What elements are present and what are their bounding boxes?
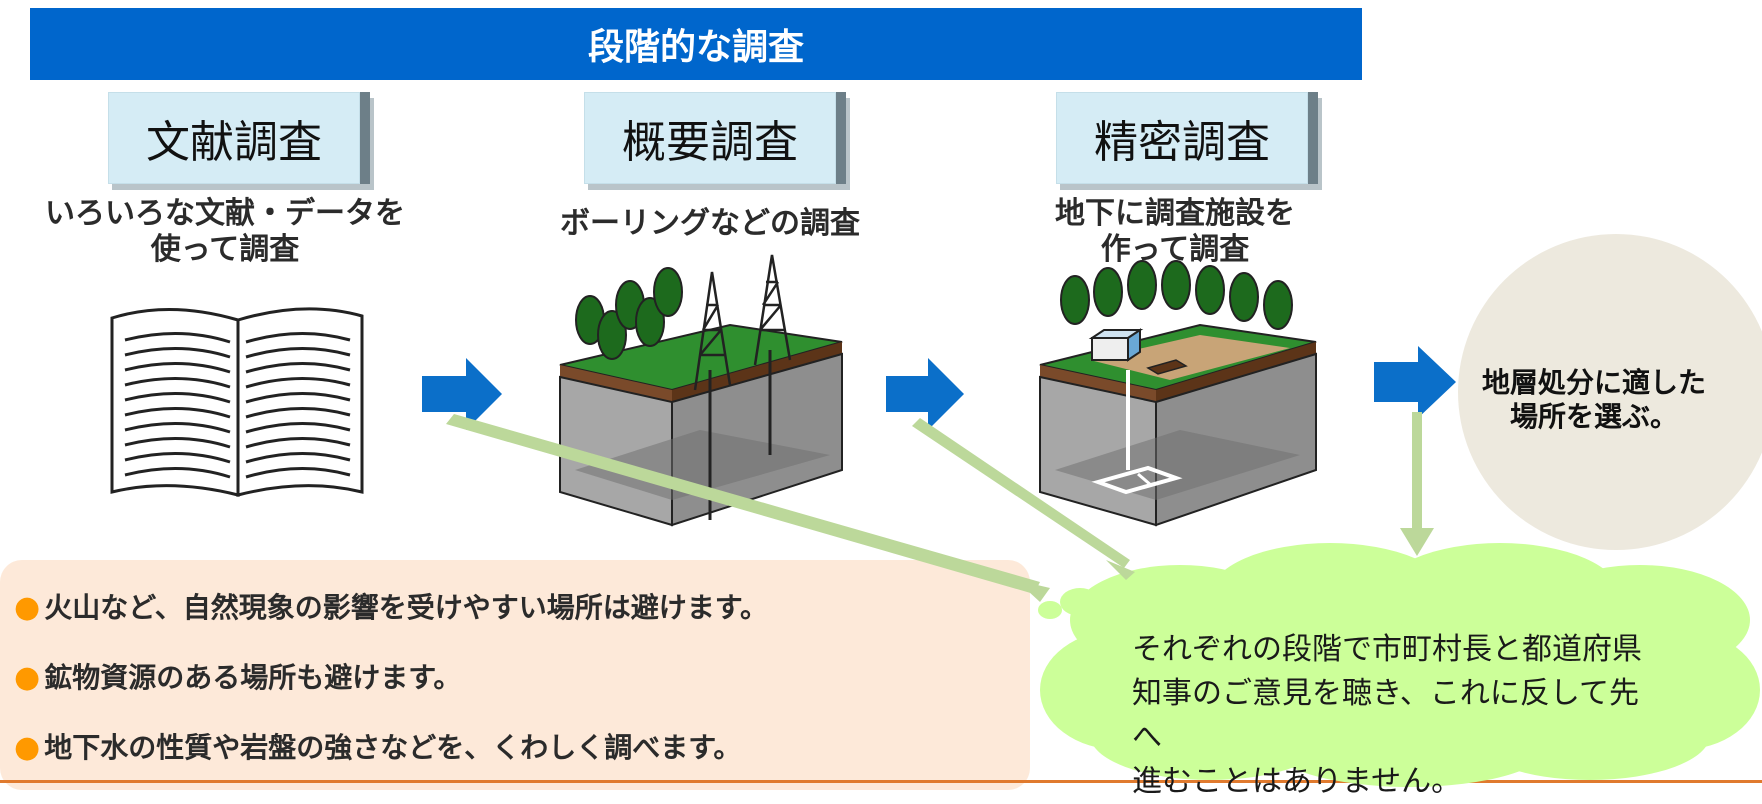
- diagram-title: 段階的な調査: [30, 8, 1362, 80]
- stage-desc-line: ボーリングなどの調査: [560, 206, 860, 241]
- connector-arrow: [446, 414, 1040, 594]
- connector-arrow: [912, 418, 1130, 568]
- stage-desc-literature: いろいろな文献・データを 使って調査: [10, 196, 440, 268]
- result-circle: [1458, 234, 1762, 550]
- right-arrow-icon: [1374, 346, 1456, 418]
- cloud-line: 進むことはありません。: [1132, 764, 1462, 799]
- note-line: ●火山など、自然現象の影響を受けやすい場所は避けます。: [14, 590, 768, 625]
- connector-arrow: [1016, 580, 1050, 602]
- stage-title-preliminary: 概要調査: [622, 117, 798, 168]
- cloud-line: 知事のご意見を聴き、これに反して先へ: [1132, 676, 1639, 755]
- right-arrow-icon: [422, 358, 502, 430]
- result-line: 地層処分に適した: [1481, 366, 1706, 399]
- underground-facility-icon: [1039, 260, 1317, 527]
- note-line: ●地下水の性質や岩盤の強さなどを、くわしく調べます。: [14, 730, 742, 765]
- speech-cloud: [1038, 543, 1760, 787]
- connector-arrow: [1412, 412, 1422, 532]
- cloud-message: それぞれの段階で市町村長と都道府県 知事のご意見を聴き、これに反して先へ 進むこ…: [1132, 628, 1652, 804]
- note-line: ●鉱物資源のある場所も避けます。: [14, 660, 462, 695]
- result-line: 場所を選ぶ。: [1509, 400, 1678, 433]
- connector-arrow: [1400, 528, 1434, 556]
- boring-tower-icon: [559, 254, 843, 527]
- stage-title-detailed: 精密調査: [1094, 117, 1270, 168]
- bottom-divider: [0, 780, 1762, 783]
- stage-box-preliminary: 概要調査: [584, 92, 846, 184]
- notes-panel: [0, 560, 1030, 790]
- right-arrow-icon: [886, 358, 964, 430]
- stage-desc-line: 使って調査: [150, 232, 300, 267]
- stage-desc-line: いろいろな文献・データを: [45, 196, 405, 231]
- stage-desc-line: 地下に調査施設を: [1055, 196, 1295, 231]
- bullet-icon: ●: [14, 590, 41, 625]
- stage-box-detailed: 精密調査: [1056, 92, 1318, 184]
- connector-arrow: [1106, 560, 1135, 580]
- stage-box-literature: 文献調査: [108, 92, 370, 184]
- stage-title-literature: 文献調査: [146, 117, 322, 168]
- bullet-icon: ●: [14, 730, 41, 765]
- open-book-icon: [110, 307, 364, 497]
- stage-desc-preliminary: ボーリングなどの調査: [520, 206, 900, 242]
- bullet-icon: ●: [14, 660, 41, 695]
- result-label: 地層処分に適した 場所を選ぶ。: [1444, 366, 1744, 434]
- cloud-line: それぞれの段階で市町村長と都道府県: [1132, 632, 1642, 667]
